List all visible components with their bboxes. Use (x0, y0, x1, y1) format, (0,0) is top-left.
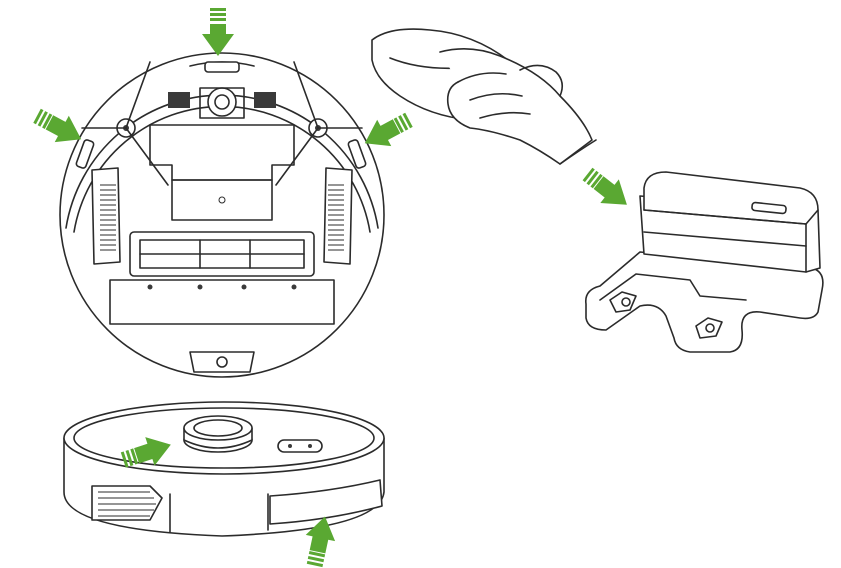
front-vent (91, 485, 163, 521)
arrow-side-sensor (305, 516, 336, 568)
left-wheel-housing (91, 167, 121, 265)
left-dock-guide (609, 291, 637, 313)
charging-dock (584, 171, 824, 353)
cliff-sensor-pad-right (254, 92, 276, 108)
arrow-left-brush (33, 108, 82, 143)
right-wheel-housing (323, 167, 353, 265)
left-side-brush (81, 61, 169, 186)
front-bumper-sensor (204, 61, 240, 73)
cliff-sensor-pad-left (168, 92, 190, 108)
left-cliff-sensor (75, 139, 95, 169)
side-sensor-window (269, 479, 383, 525)
hand-with-cloth (371, 28, 597, 165)
lidar-turret (183, 415, 253, 453)
robot-bottom-shell (59, 52, 385, 378)
right-side-brush (275, 61, 363, 186)
dock-indicator (751, 201, 787, 215)
right-dock-guide (695, 317, 723, 339)
control-buttons (277, 439, 323, 453)
dock-base (584, 251, 824, 353)
main-brush (129, 231, 315, 277)
hand (439, 48, 593, 165)
robot-bottom-view (59, 52, 385, 378)
arrow-lidar (120, 437, 171, 468)
arrow-right-brush (364, 112, 413, 147)
right-cliff-sensor (347, 139, 367, 169)
arrow-dock (582, 167, 627, 205)
robot-top-view (63, 401, 385, 537)
arrows (33, 8, 627, 568)
arrow-top-sensor (202, 8, 234, 56)
